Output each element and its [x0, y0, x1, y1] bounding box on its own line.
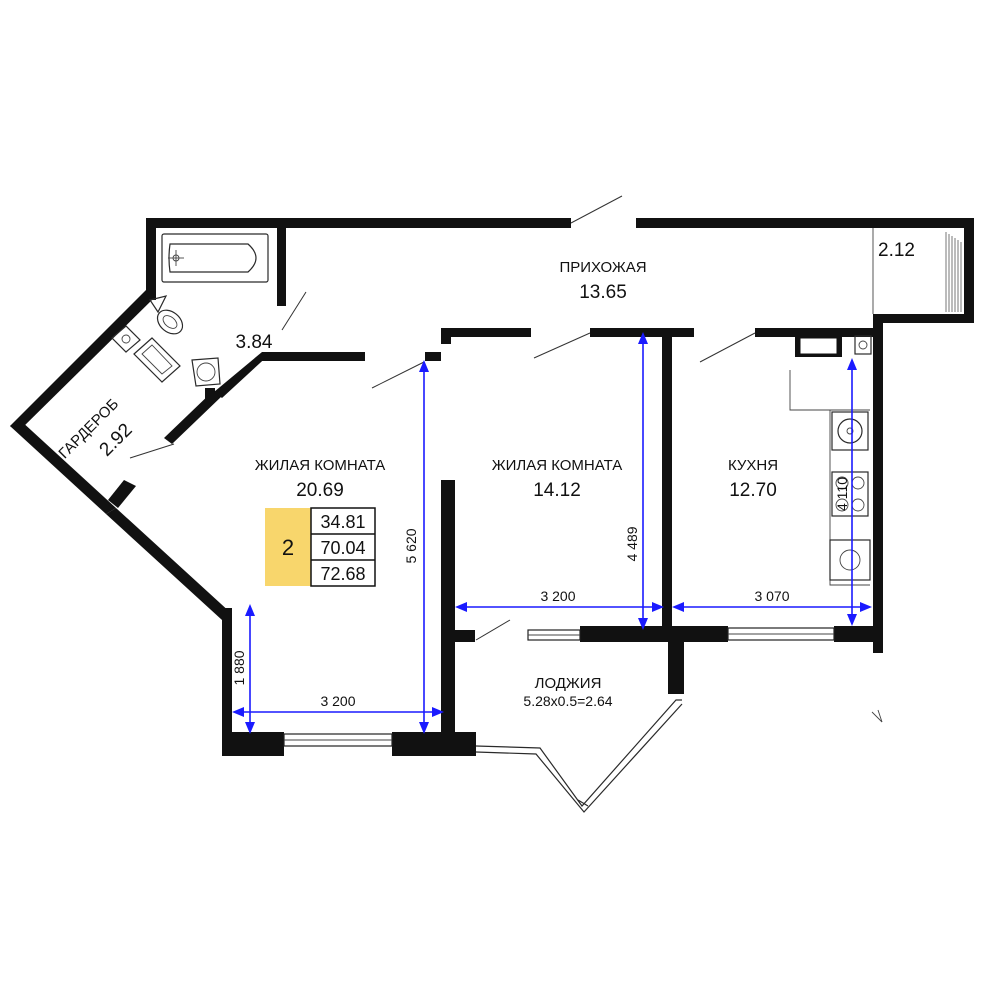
boiler-icon — [854, 335, 872, 355]
wall-top-right — [636, 218, 974, 228]
fixtures — [111, 228, 962, 723]
wall-part1-foot — [455, 630, 475, 642]
wall-lr2-top-right — [590, 328, 694, 337]
wall-bath-stub — [205, 388, 215, 400]
wall-lr2-bottom — [580, 626, 672, 642]
kitchen-area: 12.70 — [729, 480, 777, 501]
dim-lr2-width: 3 200 — [540, 588, 575, 604]
wall-bath-diagonal — [164, 390, 222, 444]
wall-kitchen-bottom-right — [834, 626, 883, 642]
dim-lr1-height: 5 620 — [403, 528, 419, 563]
dimension-lines — [232, 332, 872, 734]
bathtub-icon — [161, 233, 269, 283]
vent-inner — [799, 337, 838, 355]
wall-lr1-diagonal — [106, 508, 232, 620]
bathroom-area: 3.84 — [236, 332, 273, 353]
wall-wing-bottom — [873, 314, 974, 323]
rooms-count-box — [265, 508, 311, 586]
living-room-2-name: ЖИЛАЯ КОМНАТА — [492, 457, 623, 474]
door-loggia — [475, 619, 511, 641]
wall-part1 — [441, 480, 455, 744]
small-balcony-area: 2.12 — [878, 240, 915, 261]
total-with-loggia-value: 72.68 — [320, 564, 365, 584]
doors — [129, 195, 756, 641]
wall-lr1-left — [222, 608, 232, 756]
wall-lr1-bottom-left — [222, 732, 284, 756]
dim-lr2-height: 4 489 — [624, 526, 640, 561]
door-lr2 — [533, 332, 591, 359]
dim-lr1-window: 1 880 — [231, 650, 247, 685]
wall-top-left — [146, 218, 571, 228]
kitchen-name: КУХНЯ — [728, 457, 778, 474]
washing-machine-icon — [111, 325, 181, 383]
toilet-icon — [149, 295, 184, 335]
total-area-value: 70.04 — [320, 538, 365, 558]
wall-wardrobe-top — [10, 290, 156, 432]
wall-kitchen-bottom-left — [668, 626, 728, 642]
wall-lr1-top — [262, 352, 365, 361]
door-wardrobe — [129, 443, 175, 459]
wall-bath-right — [277, 228, 286, 306]
room-labels: ПРИХОЖАЯ 13.65 2.12 3.84 ГАРДЕРОБ 2.92 Ж… — [55, 240, 915, 709]
wall-loggia-right — [668, 642, 684, 694]
door-entrance — [570, 195, 623, 224]
wall-part2 — [662, 328, 672, 628]
wall-bath-left — [146, 218, 156, 300]
living-area-value: 34.81 — [320, 512, 365, 532]
living-room-2-area: 14.12 — [533, 480, 581, 501]
door-lr1 — [371, 361, 425, 389]
dim-kitchen-width: 3 070 — [754, 588, 789, 604]
wall-kitchen-top — [755, 328, 875, 337]
loggia-name: ЛОДЖИЯ — [535, 675, 602, 692]
door-kitchen — [699, 332, 756, 363]
loggia-formula: 5.28x0.5=2.64 — [523, 693, 612, 709]
apartment-summary-badge: 2 34.81 70.04 72.68 — [265, 507, 376, 587]
living-room-1-name: ЖИЛАЯ КОМНАТА — [255, 457, 386, 474]
hallway-name: ПРИХОЖАЯ — [559, 259, 646, 276]
rooms-count: 2 — [282, 535, 294, 560]
hatching — [945, 232, 962, 312]
dim-lr1-width: 3 200 — [320, 693, 355, 709]
loggia-glazing — [475, 699, 682, 807]
wall-wardrobe-stub — [108, 480, 136, 508]
walls — [10, 218, 974, 756]
wall-lr2-top-left — [441, 328, 531, 337]
dimension-labels: 5 620 3 200 1 880 4 489 3 200 3 070 4 11… — [231, 477, 850, 709]
wall-lr1-bottom-right — [392, 732, 476, 756]
kitchen-sink-icon — [831, 411, 869, 451]
dim-kitchen-height: 4 110 — [834, 477, 850, 511]
wall-wardrobe-left — [10, 420, 116, 514]
wall-kitchen-right — [873, 323, 883, 653]
wall-part1-nub — [425, 352, 441, 361]
windows — [283, 627, 835, 813]
living-room-1-area: 20.69 — [296, 480, 344, 501]
fridge-icon — [829, 539, 871, 581]
kitchen-counter — [789, 370, 870, 586]
wall-lr1-topleft — [214, 352, 272, 398]
stove-icon — [831, 471, 869, 517]
door-bathroom — [281, 291, 307, 331]
wall-wing-right — [964, 218, 974, 322]
sink-icon — [191, 357, 221, 387]
hallway-area: 13.65 — [579, 282, 627, 303]
